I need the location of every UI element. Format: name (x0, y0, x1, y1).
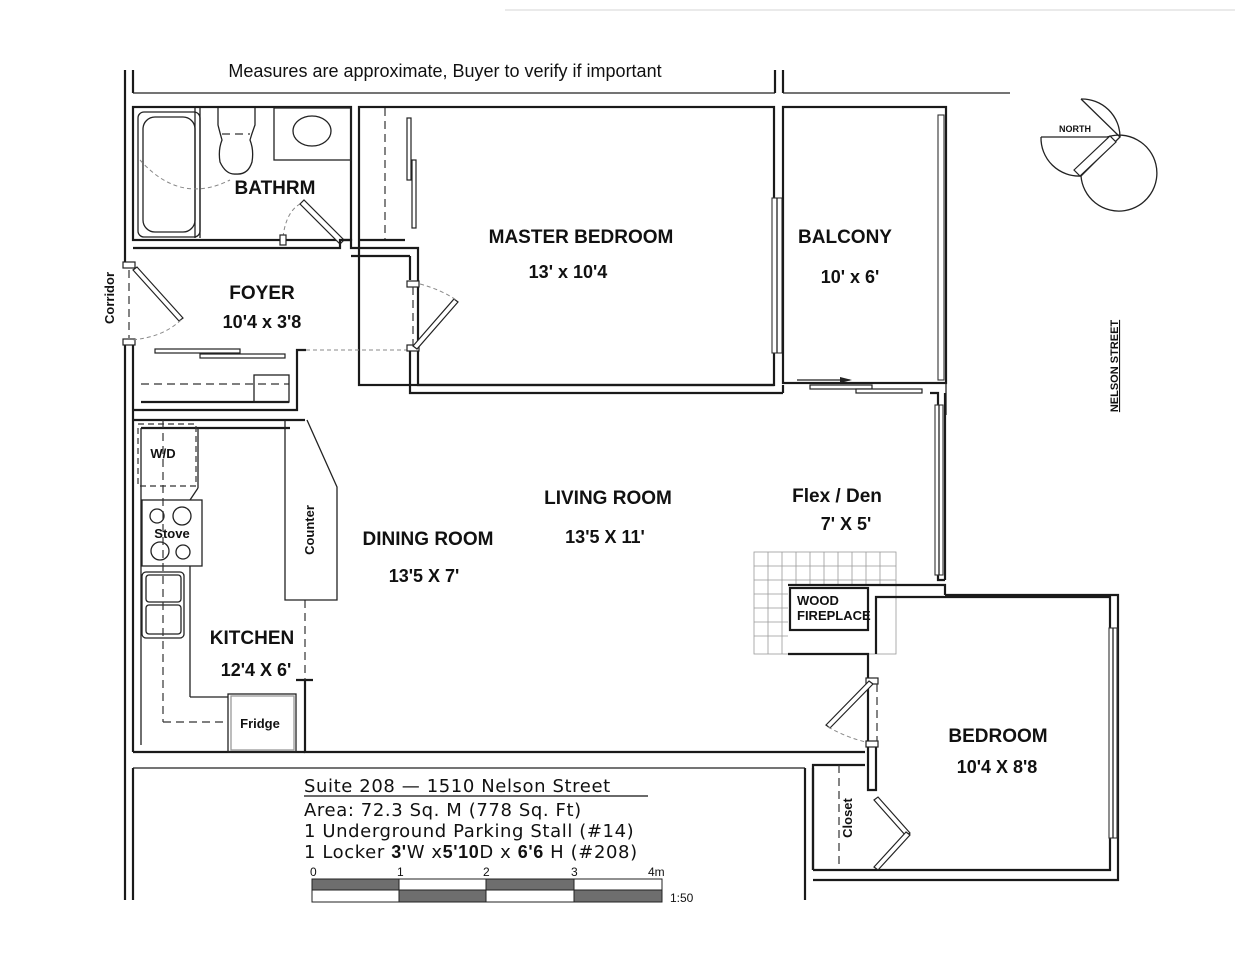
north-label: NORTH (1059, 124, 1091, 134)
bathroom: BATHRM (131, 105, 353, 246)
locker-text: 1 Locker 3'W x5'10D x 6'6 H (#208) (304, 842, 638, 863)
kitchen-label: KITCHEN (210, 628, 294, 649)
foyer-dimensions: 10'4 x 3'8 (223, 312, 302, 332)
north-arrow-icon: NORTH (1040, 98, 1158, 212)
kitchen-dimensions: 12'4 X 6' (221, 660, 292, 680)
scale-ratio: 1:50 (670, 891, 694, 905)
fireplace-label-line1: WOOD (797, 593, 839, 608)
bedroom-dimensions: 10'4 X 8'8 (957, 757, 1038, 777)
foyer-label: FOYER (229, 283, 295, 304)
scale-tick-0: 0 (310, 865, 317, 879)
flex-den-label: Flex / Den (792, 486, 882, 507)
info-block: Suite 208 — 1510 Nelson Street Area: 72.… (304, 776, 648, 863)
fireplace-label-line2: FIREPLACE (797, 608, 871, 623)
scale-tick-2: 2 (483, 865, 490, 879)
area-text: Area: 72.3 Sq. M (778 Sq. Ft) (304, 800, 582, 821)
master-bedroom-dimensions: 13' x 10'4 (529, 262, 608, 282)
disclaimer-text: Measures are approximate, Buyer to verif… (228, 61, 661, 81)
balcony-label: BALCONY (798, 227, 892, 248)
balcony: BALCONY 10' x 6' (781, 105, 948, 415)
scale-bar: 0 1 2 3 4m 1:50 (310, 865, 694, 905)
counter-label: Counter (302, 505, 317, 555)
parking-text: 1 Underground Parking Stall (#14) (304, 821, 634, 842)
fireplace: WOOD FIREPLACE (753, 551, 947, 745)
closet-label: Closet (840, 797, 855, 837)
balcony-dimensions: 10' x 6' (821, 267, 880, 287)
foyer: FOYER 10'4 x 3'8 Corridor (102, 238, 420, 412)
bedroom: Closet BEDROOM 10'4 X 8'8 (811, 593, 1120, 882)
living-area: LIVING ROOM 13'5 X 11' DINING ROOM 13'5 … (296, 385, 947, 754)
flex-den-dimensions: 7' X 5' (821, 514, 872, 534)
scale-tick-1: 1 (397, 865, 404, 879)
exterior-walls (123, 70, 1010, 900)
living-room-dimensions: 13'5 X 11' (565, 527, 645, 547)
scale-tick-3: 3 (571, 865, 578, 879)
living-room-label: LIVING ROOM (544, 488, 672, 509)
suite-title: Suite 208 — 1510 Nelson Street (304, 776, 611, 797)
corridor-label: Corridor (102, 272, 117, 324)
dining-room-dimensions: 13'5 X 7' (389, 566, 460, 586)
master-bedroom: MASTER BEDROOM 13' x 10'4 (406, 197, 783, 395)
scale-tick-4m: 4m (648, 865, 665, 879)
master-bedroom-label: MASTER BEDROOM (489, 227, 674, 248)
dining-room-label: DINING ROOM (363, 529, 494, 550)
fridge-label: Fridge (240, 716, 280, 731)
street-label: NELSON STREET (1109, 320, 1121, 413)
bedroom-label: BEDROOM (948, 726, 1047, 747)
stove-label: Stove (154, 526, 189, 541)
kitchen: W/D Stove Fridge Counter KITCHEN 12'4 X … (133, 418, 338, 753)
bathroom-label: BATHRM (235, 178, 316, 199)
slide-arrow-icon (840, 377, 852, 383)
